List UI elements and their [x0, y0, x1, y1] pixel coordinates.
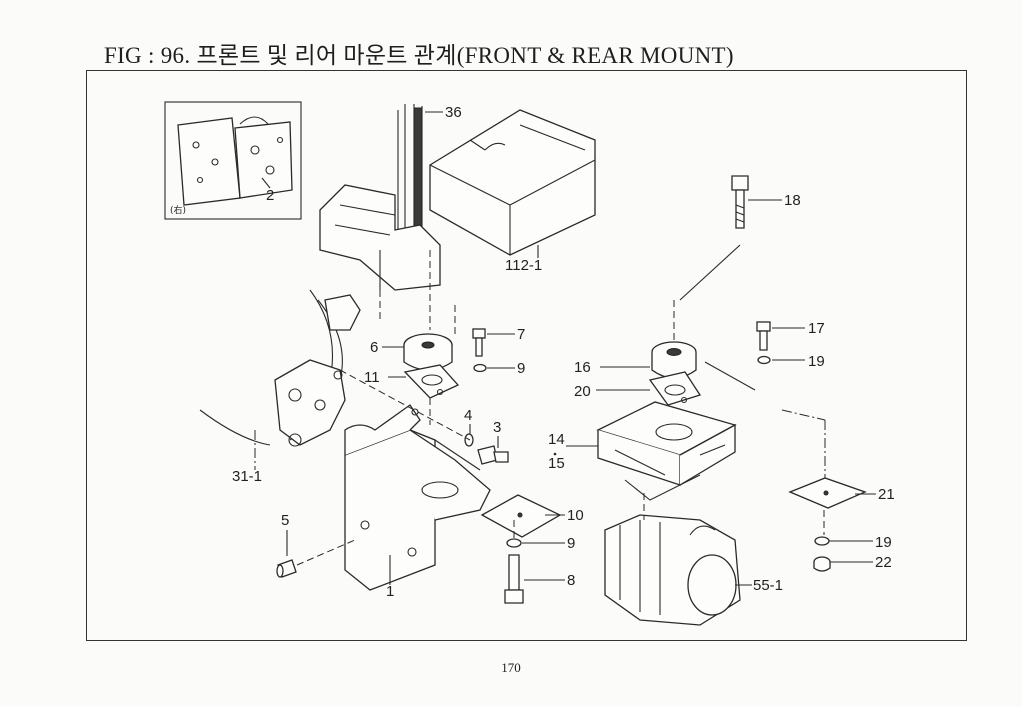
bolt-18: 18 — [679, 175, 801, 301]
rear-mount-rubber: 16 20 — [574, 300, 702, 406]
callout-10: 10 — [567, 507, 584, 524]
callout-7: 7 — [517, 326, 525, 343]
inset-note: (右) — [170, 204, 186, 216]
callout-36: 36 — [445, 104, 462, 121]
shaft-assembly: 36 — [319, 104, 462, 330]
callout-22: 22 — [875, 554, 892, 571]
callout-9a: 9 — [517, 360, 525, 377]
callout-16: 16 — [574, 359, 591, 376]
plate-10-bolt-8: 10 9 8 — [480, 494, 584, 604]
front-bracket: 1 — [344, 404, 491, 600]
inset-detail: (右) 2 — [164, 101, 302, 220]
page-title: FIG : 96. 프론트 및 리어 마운트 관계(FRONT & REAR M… — [104, 43, 734, 68]
callout-14: 14 — [548, 431, 565, 448]
callout-6: 6 — [370, 339, 378, 356]
callout-19a: 19 — [808, 353, 825, 370]
callout-5: 5 — [281, 512, 289, 529]
tray-part: 112-1 — [429, 109, 596, 274]
callout-112-1: 112-1 — [505, 257, 542, 274]
callout-21: 21 — [878, 486, 895, 503]
callout-31-1: 31-1 — [232, 468, 262, 485]
rear-plate-hardware: 21 19 22 — [781, 409, 895, 572]
bolt-7: 7 9 — [472, 326, 525, 377]
front-mount-rubber: 6 11 — [364, 333, 460, 399]
callout-19b: 19 — [875, 534, 892, 551]
callout-9b: 9 — [567, 535, 575, 552]
transmission-housing: 55-1 — [604, 514, 783, 626]
callout-20: 20 — [574, 383, 591, 400]
callout-11: 11 — [364, 369, 380, 386]
callout-3: 3 — [493, 419, 501, 436]
callout-18: 18 — [784, 192, 801, 209]
callout-4: 4 — [464, 407, 472, 424]
rear-bracket: 14 15 — [548, 401, 737, 520]
diagram-frame — [86, 70, 967, 641]
callout-17: 17 — [808, 320, 825, 337]
pin-5: 5 — [276, 512, 356, 578]
callout-2: 2 — [266, 187, 274, 204]
callout-55-1: 55-1 — [753, 577, 783, 594]
page-number: 170 — [501, 660, 521, 675]
bolt-3: 4 3 — [464, 407, 509, 465]
callout-1: 1 — [386, 583, 394, 600]
callout-8: 8 — [567, 572, 575, 589]
callout-15: 15 — [548, 455, 565, 472]
engine-part: 31-1 — [199, 289, 361, 485]
bolt-17: 17 19 — [704, 320, 825, 391]
